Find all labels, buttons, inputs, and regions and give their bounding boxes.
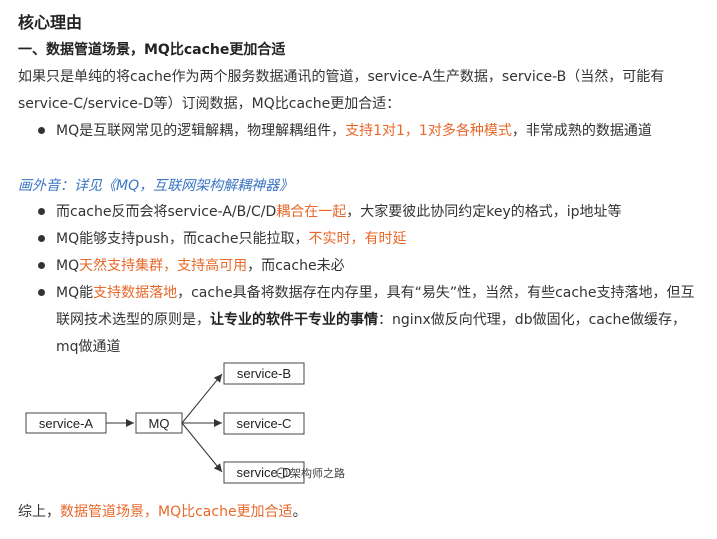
watermark: 架构师之路 — [276, 466, 345, 480]
bullet-dot — [37, 234, 47, 244]
list-item-text: MQ能 — [56, 285, 94, 301]
highlight-text: 数据管道场景，MQ比cache更加合适 — [60, 504, 293, 520]
list-item-persistence: MQ能支持数据落地，cache具备将数据存在内存里，具有“易失”性，当然，有些c… — [56, 280, 706, 361]
highlight-text: 天然支持集群，支持高可用 — [79, 258, 248, 274]
list-item-text: MQ是互联网常见的逻辑解耦，物理解耦组件， — [56, 123, 346, 139]
arrow-mq-to-b — [181, 373, 223, 424]
list-item-push-vs-pull: MQ能够支持push，而cache只能拉取，不实时，有时延 — [56, 226, 706, 253]
service-a-label: service-A — [39, 416, 94, 431]
list-item-cluster: MQ天然支持集群，支持高可用，而cache未必 — [56, 253, 706, 280]
list-item-text: ，大家要彼此协同约定key的格式，ip地址等 — [346, 204, 622, 220]
wechat-icon — [276, 467, 288, 479]
intro-paragraph: 如果只是单纯的将cache作为两个服务数据通讯的管道，service-A生产数据… — [18, 69, 665, 112]
section-subheading: 一、数据管道场景，MQ比cache更加合适 — [18, 42, 286, 58]
aside-note-link[interactable]: 画外音：详见《MQ，互联网架构解耦神器》 — [18, 178, 294, 194]
summary-paragraph: 综上，数据管道场景，MQ比cache更加合适。 — [18, 499, 307, 525]
bullet-dot — [37, 207, 47, 217]
mq-node: MQ — [135, 412, 183, 434]
bullet-dot — [37, 288, 47, 298]
service-b-node: service-B — [223, 362, 305, 385]
list-item-text: ，非常成熟的数据通道 — [511, 123, 652, 139]
bullet-dot — [37, 126, 47, 136]
watermark-text: 架构师之路 — [290, 466, 345, 480]
list-item-text: 而cache反而会将service-A/B/C/D — [56, 204, 277, 220]
service-c-label: service-C — [237, 416, 292, 431]
highlight-text: 支持数据落地 — [93, 285, 178, 301]
mq-label: MQ — [149, 416, 170, 431]
bold-text: 让专业的软件干专业的事情 — [210, 312, 378, 328]
service-b-label: service-B — [237, 366, 291, 381]
section-heading: 核心理由 — [18, 13, 83, 32]
list-item-mq-decoupling: MQ是互联网常见的逻辑解耦，物理解耦组件，支持1对1，1对多各种模式，非常成熟的… — [56, 118, 706, 145]
list-item-text: ：nginx做反向代理，db做固化，cache做缓存，mq做通道 — [56, 312, 687, 355]
highlight-text: 不实时，有时延 — [308, 231, 407, 247]
summary-text: 。 — [292, 504, 307, 520]
arrow-mq-to-d — [181, 422, 223, 473]
list-item-text: MQ能够支持push，而cache只能拉取， — [56, 231, 309, 247]
mq-pipeline-diagram: service-A MQ service-B service-C service… — [0, 355, 717, 495]
summary-text: 综上， — [18, 504, 60, 520]
highlight-text: 耦合在一起 — [276, 204, 347, 220]
diagram-svg: service-A MQ service-B service-C service… — [25, 362, 345, 484]
list-item-text: MQ — [56, 258, 80, 274]
service-a-node: service-A — [25, 412, 107, 434]
highlight-text: 支持1对1，1对多各种模式 — [345, 123, 512, 139]
list-item-cache-coupling: 而cache反而会将service-A/B/C/D耦合在一起，大家要彼此协同约定… — [56, 199, 706, 226]
list-item-text: ，而cache未必 — [247, 258, 345, 274]
service-c-node: service-C — [223, 412, 305, 435]
bullet-dot — [37, 261, 47, 271]
list-item-text: ，cache具备将数据存在内存里，具有“易失”性，当然，有些cache支持落地，… — [56, 285, 695, 328]
